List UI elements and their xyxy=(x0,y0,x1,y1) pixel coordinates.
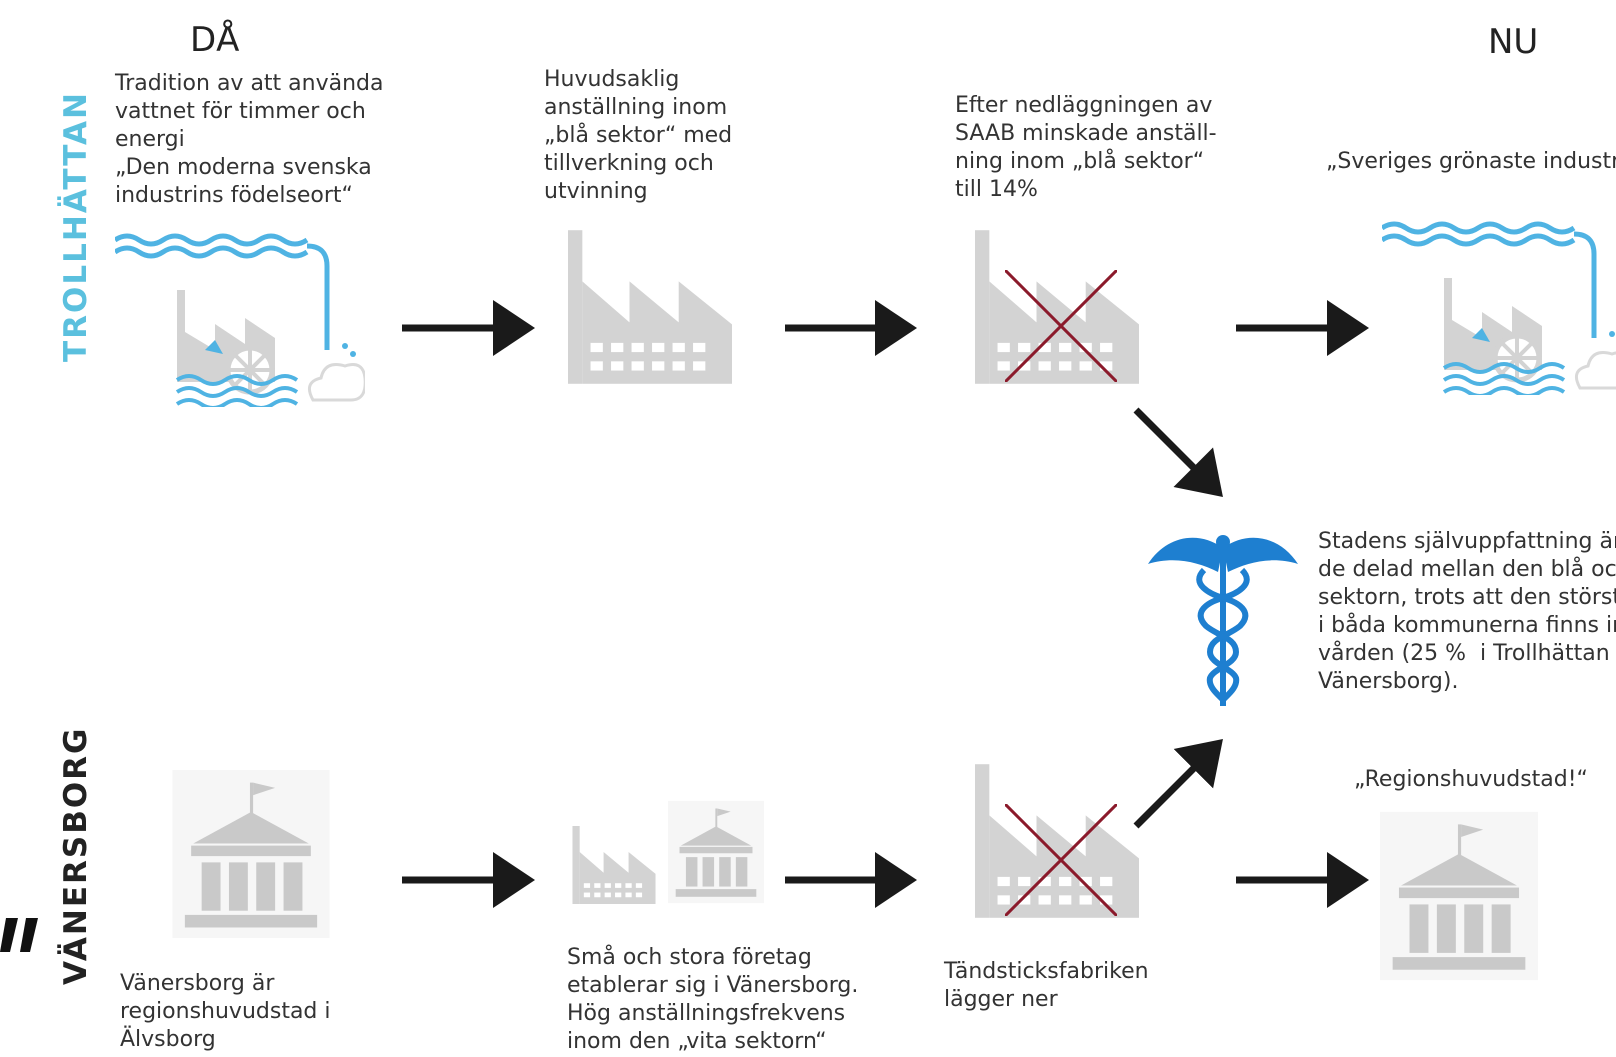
trollhattan-step2-text: Huvudsaklig anställning inom „blå sektor… xyxy=(544,67,733,204)
arrow-up-to-center xyxy=(1133,739,1223,829)
vanersborg-step3-text: Tändsticksfabriken lägger ner xyxy=(944,959,1149,1012)
center-text: Stadens självuppfattning är ungefär de d… xyxy=(1318,529,1616,694)
trollhattan-step3-text: Efter nedläggningen av SAAB minskade ans… xyxy=(955,93,1217,202)
quote-mark-icon xyxy=(0,918,40,952)
trollhattan-step1-text: Tradition av att använda vattnet för tim… xyxy=(115,71,384,208)
caduceus-icon xyxy=(1148,528,1298,708)
header-then: DÅ xyxy=(190,20,240,60)
header-now: NU xyxy=(1488,22,1539,62)
vanersborg-step2-text: Små och stora företag etablerar sig i Vä… xyxy=(567,945,859,1054)
vanersborg-step1-text: Vänersborg är regionshuvudstad i Älvsbor… xyxy=(120,971,331,1052)
trollhattan-now-text: „Sveriges grönaste industristad“ xyxy=(1326,149,1616,174)
arrow-down-to-center xyxy=(1133,407,1223,497)
vanersborg-now-text: „Regionshuvudstad!“ xyxy=(1354,767,1588,792)
